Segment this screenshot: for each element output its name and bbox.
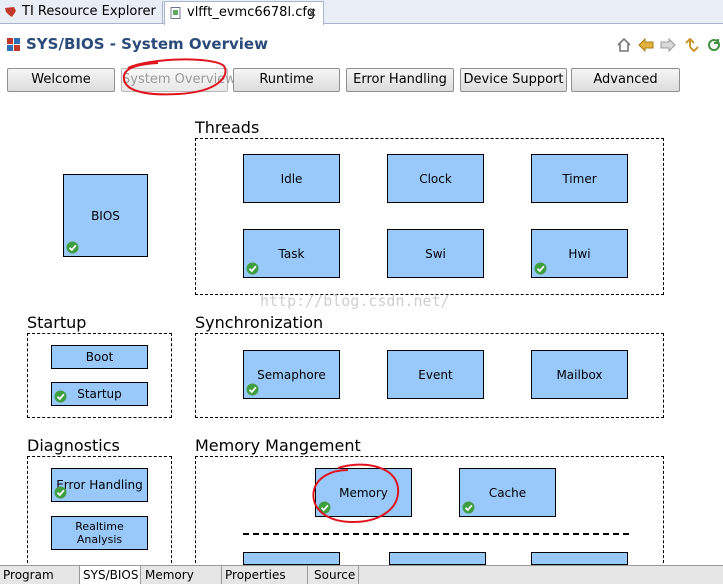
module-partial[interactable] <box>531 552 628 565</box>
module-partial[interactable] <box>389 552 486 565</box>
module-cache[interactable]: Cache <box>459 468 556 517</box>
module-realtime-analysis[interactable]: Realtime Analysis <box>51 516 148 550</box>
module-startup[interactable]: Startup <box>51 382 148 406</box>
module-label: Realtime Analysis <box>75 520 124 546</box>
module-clock[interactable]: Clock <box>387 154 484 203</box>
module-swi[interactable]: Swi <box>387 229 484 278</box>
startup-group <box>27 333 172 418</box>
module-label: Hwi <box>568 246 591 261</box>
module-label: Swi <box>425 246 446 261</box>
tab-label: vlfft_evmc6678l.cfg <box>187 5 316 20</box>
module-task[interactable]: Task <box>243 229 340 278</box>
synchronization-title: Synchronization <box>195 313 324 332</box>
memory-divider <box>243 533 629 535</box>
watermark: http://blog.csdn.net/ <box>260 292 450 310</box>
module-label: Memory <box>339 485 388 500</box>
welcome-button[interactable]: Welcome <box>7 68 115 92</box>
module-boot[interactable]: Boot <box>51 345 148 369</box>
module-label: Semaphore <box>257 367 326 382</box>
editor-tab-bar <box>0 0 723 24</box>
check-icon <box>54 390 67 403</box>
system-overview-button[interactable]: System Overview <box>121 68 236 92</box>
module-label: BIOS <box>91 208 120 223</box>
check-icon <box>462 501 475 514</box>
cfg-file-icon <box>170 7 181 19</box>
device-support-button[interactable]: Device Support <box>460 68 567 92</box>
diagnostics-title: Diagnostics <box>27 436 120 455</box>
tab-properties[interactable]: Properties <box>222 566 308 584</box>
module-partial[interactable] <box>243 552 340 565</box>
module-semaphore[interactable]: Semaphore <box>243 350 340 399</box>
page-title: SYS/BIOS - System Overview <box>26 35 268 53</box>
module-label: Task <box>278 246 305 261</box>
threads-group <box>195 138 664 295</box>
error-handling-button[interactable]: Error Handling <box>346 68 454 92</box>
synchronization-group <box>195 333 664 418</box>
module-memory[interactable]: Memory <box>315 468 412 517</box>
annotation-circle <box>122 58 227 96</box>
module-label: Error Handling <box>56 478 143 492</box>
tab-program[interactable]: Program <box>0 566 80 584</box>
check-icon <box>66 241 79 254</box>
module-label: Clock <box>419 171 452 186</box>
tab-cfg-file[interactable]: vlfft_evmc6678l.cfg ✕ <box>164 1 324 25</box>
tab-label: TI Resource Explorer <box>22 4 156 19</box>
module-label: Mailbox <box>556 367 603 382</box>
module-label: Cache <box>488 485 527 500</box>
sync-icon[interactable] <box>684 38 700 52</box>
check-icon <box>54 486 67 499</box>
startup-title: Startup <box>27 313 87 332</box>
tab-memory[interactable]: Memory <box>142 566 222 584</box>
module-timer[interactable]: Timer <box>531 154 628 203</box>
check-icon <box>534 262 547 275</box>
module-event[interactable]: Event <box>387 350 484 399</box>
module-mailbox[interactable]: Mailbox <box>531 350 628 399</box>
module-error-handling[interactable]: Error Handling <box>51 468 148 502</box>
module-label: Timer <box>562 171 597 186</box>
back-icon[interactable] <box>638 38 654 52</box>
module-bios[interactable]: BIOS <box>63 174 148 257</box>
close-icon[interactable]: ✕ <box>306 6 317 20</box>
advanced-button[interactable]: Advanced <box>571 68 680 92</box>
check-icon <box>246 262 259 275</box>
threads-title: Threads <box>195 118 260 137</box>
home-icon[interactable] <box>616 38 632 52</box>
module-label: Idle <box>280 171 303 186</box>
bottom-tab-bar <box>0 565 723 584</box>
annotation-circle <box>312 463 400 524</box>
check-icon <box>246 383 259 396</box>
tab-sysbios[interactable]: SYS/BIOS <box>80 566 141 584</box>
module-label: Boot <box>85 350 114 364</box>
module-hwi[interactable]: Hwi <box>531 229 628 278</box>
tab-ti-resource-explorer[interactable]: TI Resource Explorer <box>0 1 163 24</box>
module-label: Event <box>418 367 453 382</box>
memory-management-title: Memory Mangement <box>195 436 361 455</box>
runtime-button[interactable]: Runtime <box>233 68 340 92</box>
sysbios-icon <box>7 38 20 51</box>
check-icon <box>318 501 331 514</box>
module-idle[interactable]: Idle <box>243 154 340 203</box>
refresh-icon[interactable] <box>706 38 722 52</box>
ti-logo-icon <box>5 7 16 17</box>
tab-source[interactable]: Source <box>311 566 359 584</box>
module-label: Startup <box>77 387 122 401</box>
forward-icon[interactable] <box>660 38 676 52</box>
